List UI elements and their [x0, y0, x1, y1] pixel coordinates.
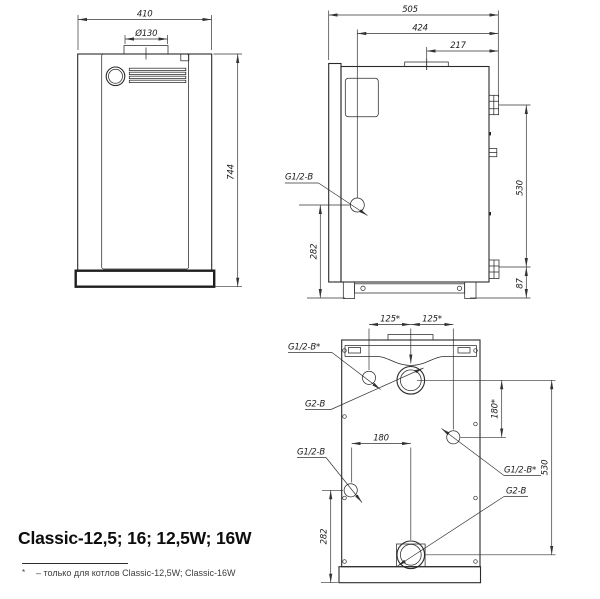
side-424-dim: 424 [412, 23, 428, 33]
fitting-g12-left [343, 483, 358, 498]
side-body-outline [340, 65, 490, 283]
back-125-right-dim: 125* [422, 314, 442, 324]
front-body-outline [77, 53, 213, 272]
rear-stud [488, 212, 491, 216]
footnote-text: – только для котлов Classic-12,5W; Class… [36, 568, 236, 578]
side-530-dim: 530 [516, 180, 526, 196]
rear-stud [488, 132, 491, 136]
rear-fitting-bottom [488, 259, 500, 279]
back-label-g2-top: G2-B [305, 400, 325, 410]
rear-fitting-top [488, 94, 499, 116]
vent-slats [128, 67, 187, 83]
rear-fitting-mid [488, 148, 498, 158]
back-label-mid-right: G1/2-B* [504, 466, 536, 476]
back-chimney-stub [387, 334, 434, 340]
side-87-dim: 87 [516, 278, 526, 289]
fitting-g2-bottom [396, 540, 426, 570]
footnote: * – только для котлов Classic-12,5W; Clas… [22, 568, 235, 578]
front-door-panel [101, 53, 189, 270]
side-depth-dim: 505 [402, 5, 418, 15]
footnote-marker: * [22, 568, 26, 577]
side-feet [342, 281, 477, 299]
side-282-dim: 282 [310, 244, 320, 260]
back-label-g2-bottom: G2-B [506, 487, 526, 497]
chimney-stub [123, 45, 169, 54]
back-view: 125* 125* G1/2-B* G2-B G1/2-B G1/2-B* [288, 314, 556, 584]
sight-glass [105, 66, 126, 87]
mounting-bracket [344, 345, 477, 366]
front-base-plinth [74, 269, 216, 288]
side-front-panel [328, 62, 342, 283]
back-screws [342, 348, 478, 564]
back-base-plinth [338, 566, 482, 584]
back-125-left-dim: 125* [380, 314, 400, 324]
footnote-rule [22, 563, 128, 564]
front-height-dim: 744 [227, 164, 237, 180]
door-corner-detail [180, 53, 190, 62]
side-fitting-label: G1/2-B [285, 173, 313, 183]
front-width-dim: 410 [137, 10, 153, 20]
control-panel [344, 77, 379, 118]
back-label-top-left: G1/2-B* [288, 343, 320, 353]
back-label-mid-left: G1/2-B [297, 448, 325, 458]
back-530-dim: 530 [541, 460, 551, 476]
back-180star-dim: 180* [491, 399, 501, 419]
back-180-dim: 180 [373, 433, 389, 443]
drain-fitting [349, 197, 365, 213]
fitting-g12-top-left [362, 370, 376, 385]
fitting-g12-right [446, 430, 461, 445]
model-title: Classic-12,5; 16; 12,5W; 16W [18, 528, 252, 548]
side-217-dim: 217 [450, 41, 466, 51]
front-view: 410 Ø130 744 [74, 10, 242, 288]
front-flue-dim: Ø130 [134, 28, 157, 39]
side-view: 505 424 217 G1/2-B [285, 5, 531, 299]
back-282-dim: 282 [320, 529, 330, 545]
